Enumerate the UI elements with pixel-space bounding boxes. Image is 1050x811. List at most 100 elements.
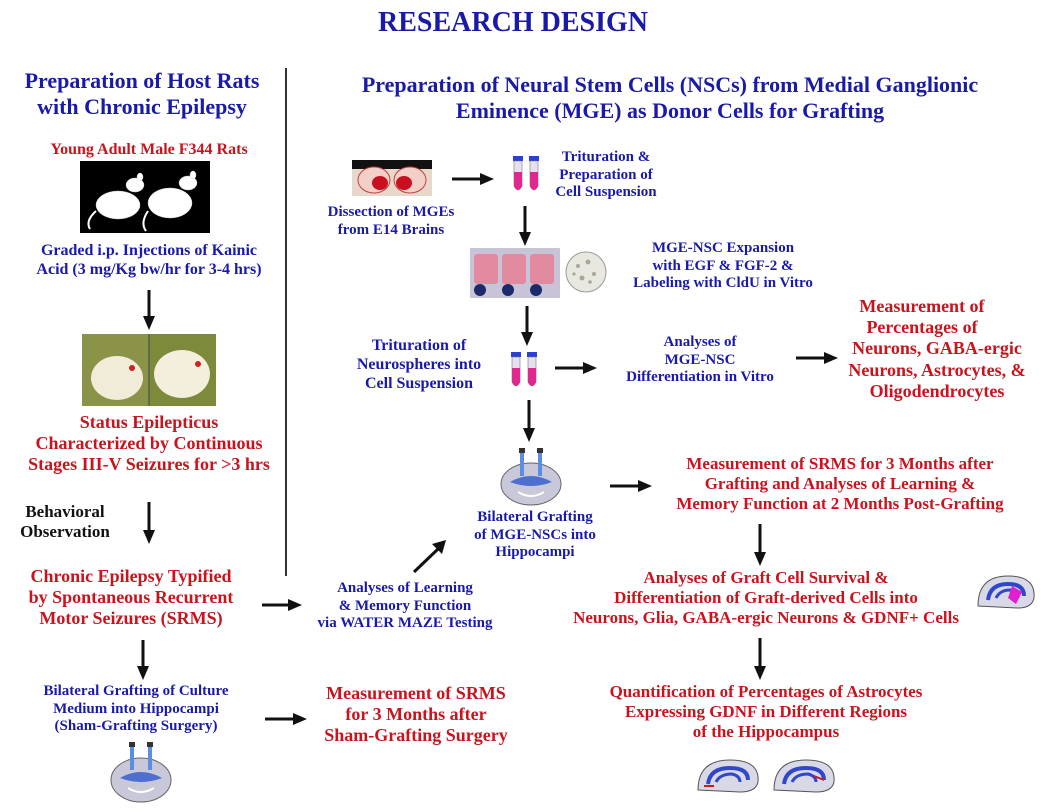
analyses-diff-line-2: MGE-NSC: [664, 351, 736, 368]
srms3-line-3: Memory Function at 2 Months Post-Graftin…: [676, 494, 1004, 514]
trituration1-line-2: Preparation of: [559, 166, 653, 183]
arrow-grafting-to-srms: [610, 480, 652, 492]
pct-line-2: Percentages of: [866, 317, 978, 338]
right-heading-line-1: Preparation of Neural Stem Cells (NSCs) …: [361, 72, 979, 97]
percentages-measurement-step: Measurement of Percentages of Neurons, G…: [830, 296, 1044, 402]
seizure-rats-image: [82, 334, 216, 406]
srms3-line-1: Measurement of SRMS for 3 Months after: [686, 454, 994, 473]
right-heading-line-2: Eminence (MGE) as Donor Cells for Grafti…: [455, 97, 885, 123]
graft-brain-section-icon: [500, 448, 562, 506]
learning-line-2: & Memory Function: [338, 597, 472, 614]
grafting-line-3: Hippocampi: [495, 544, 575, 561]
kainic-acid-step: Graded i.p. Injections of Kainic Acid (3…: [0, 242, 298, 280]
srms-3-months-measurement: Measurement of SRMS for 3 Months after G…: [630, 454, 1050, 514]
analyses-diff-line-3: Differentiation in Vitro: [626, 369, 774, 386]
cell-suspension-tubes-icon: [513, 156, 539, 191]
graft-survival-analysis-step: Analyses of Graft Cell Survival & Differ…: [556, 568, 976, 628]
left-heading-line-1: Preparation of Host Rats: [24, 68, 260, 93]
sham-grafting-step: Bilateral Grafting of Culture Medium int…: [0, 683, 272, 736]
sham-srms-line-2: for 3 Months after: [345, 704, 487, 725]
arrow-kainic-to-status: [143, 290, 155, 330]
quant-line-2: Expressing GDNF in Different Regions: [624, 702, 908, 722]
survival-line-3: Neurons, Glia, GABA-ergic Neurons & GDNF…: [573, 608, 959, 628]
trituration1-line-1: Trituration &: [561, 149, 651, 165]
arrow-status-to-chronic: [143, 502, 155, 544]
neurosphere-tubes-icon: [511, 352, 537, 387]
chronic-line-1: Chronic Epilepsy Typified: [30, 566, 232, 586]
left-column-heading: Preparation of Host Rats with Chronic Ep…: [0, 68, 284, 120]
arrow-dissection-to-trituration: [452, 173, 494, 185]
arrow-expansion-to-trituration2: [521, 306, 533, 346]
differentiation-analysis-step: Analyses of MGE-NSC Differentiation in V…: [600, 334, 800, 387]
pct-line-3: Neurons, GABA-ergic: [852, 338, 1022, 359]
quant-line-3: of the Hippocampus: [692, 722, 840, 742]
expansion-line-1: MGE-NSC Expansion: [651, 240, 795, 256]
sham-line-2: Medium into Hippocampi: [53, 700, 219, 717]
arrow-differentiation-to-measurement: [796, 352, 838, 364]
trituration2-line-3: Cell Suspension: [364, 374, 474, 392]
behavioral-line-1: Behavioral: [25, 502, 105, 521]
chronic-epilepsy-step: Chronic Epilepsy Typified by Spontaneous…: [0, 566, 262, 630]
bilateral-grafting-step: Bilateral Grafting of MGE-NSCs into Hipp…: [450, 509, 620, 562]
arrow-trituration2-to-grafting: [523, 400, 535, 442]
sham-line-3: (Sham-Grafting Surgery): [54, 718, 218, 735]
sham-brain-section-icon: [110, 742, 172, 803]
trituration2-line-1: Trituration of: [371, 337, 467, 354]
trituration-step-2: Trituration of Neurospheres into Cell Su…: [348, 337, 490, 394]
analyses-diff-line-1: Analyses of: [663, 334, 737, 350]
water-maze-analysis-step: Analyses of Learning & Memory Function v…: [300, 580, 510, 633]
arrow-sham-to-measure: [265, 713, 307, 725]
arrow-srms-to-survival: [754, 524, 766, 566]
sham-srms-line-3: Sham-Grafting Surgery: [324, 725, 508, 746]
arrow-trituration2-to-differentiation: [555, 362, 597, 374]
status-line-1: Status Epilepticus: [79, 412, 219, 432]
behavioral-observation-label: Behavioral Observation: [20, 502, 110, 542]
srms3-line-2: Grafting and Analyses of Learning &: [704, 474, 976, 494]
pct-line-5: Oligodendrocytes: [869, 380, 1005, 401]
sham-srms-measurement: Measurement of SRMS for 3 Months after S…: [305, 683, 527, 747]
hippocampus-region-icon-1: [697, 759, 759, 793]
expansion-line-3: Labeling with CldU in Vitro: [633, 275, 813, 292]
survival-line-1: Analyses of Graft Cell Survival &: [643, 568, 889, 587]
rats-image: [80, 161, 210, 233]
trituration2-line-2: Neurospheres into: [356, 355, 482, 373]
kainic-line-2: Acid (3 mg/Kg bw/hr for 3-4 hrs): [36, 260, 262, 278]
quant-line-1: Quantification of Percentages of Astrocy…: [609, 682, 923, 701]
culture-flasks-image: [470, 248, 607, 298]
arrow-learning-to-grafting: [412, 540, 446, 574]
grafting-line-2: of MGE-NSCs into: [474, 526, 596, 543]
grafting-line-1: Bilateral Grafting: [477, 509, 593, 525]
trituration1-line-3: Cell Suspension: [555, 184, 657, 201]
learning-line-1: Analyses of Learning: [337, 580, 473, 596]
nsc-expansion-step: MGE-NSC Expansion with EGF & FGF-2 & Lab…: [612, 240, 834, 293]
arrow-chronic-to-sham: [137, 640, 149, 680]
status-line-3: Stages III-V Seizures for >3 hrs: [28, 454, 270, 475]
behavioral-line-2: Observation: [20, 522, 110, 542]
status-line-2: Characterized by Continuous: [35, 433, 263, 454]
dissection-line-2: from E14 Brains: [337, 221, 445, 238]
column-divider: [285, 68, 287, 576]
host-rats-label: Young Adult Male F344 Rats: [50, 141, 248, 158]
mge-dissection-image: [352, 160, 432, 196]
diagram-title: RESEARCH DESIGN: [378, 7, 648, 38]
pct-line-1: Measurement of: [859, 296, 985, 316]
learning-line-3: via WATER MAZE Testing: [317, 615, 493, 632]
arrow-survival-to-quantification: [754, 638, 766, 680]
survival-line-2: Differentiation of Graft-derived Cells i…: [614, 588, 918, 608]
left-heading-line-2: with Chronic Epilepsy: [37, 93, 247, 119]
sham-line-1: Bilateral Grafting of Culture: [43, 683, 229, 699]
hippocampus-region-icon-2: [773, 759, 835, 793]
trituration-step-1: Trituration & Preparation of Cell Suspen…: [540, 149, 672, 202]
dissection-line-1: Dissection of MGEs: [327, 204, 455, 220]
pct-line-4: Neurons, Astrocytes, &: [848, 359, 1026, 380]
arrow-chronic-to-learning: [262, 599, 302, 611]
right-column-heading: Preparation of Neural Stem Cells (NSCs) …: [290, 72, 1050, 124]
status-epilepticus-step: Status Epilepticus Characterized by Cont…: [0, 412, 298, 476]
kainic-line-1: Graded i.p. Injections of Kainic: [40, 242, 257, 259]
expansion-line-2: with EGF & FGF-2 &: [652, 257, 794, 274]
chronic-line-2: by Spontaneous Recurrent: [28, 587, 234, 608]
chronic-line-3: Motor Seizures (SRMS): [39, 608, 223, 629]
sham-srms-line-1: Measurement of SRMS: [326, 683, 506, 703]
gdnf-quantification-step: Quantification of Percentages of Astrocy…: [556, 682, 976, 742]
dissection-step: Dissection of MGEs from E14 Brains: [320, 204, 462, 239]
